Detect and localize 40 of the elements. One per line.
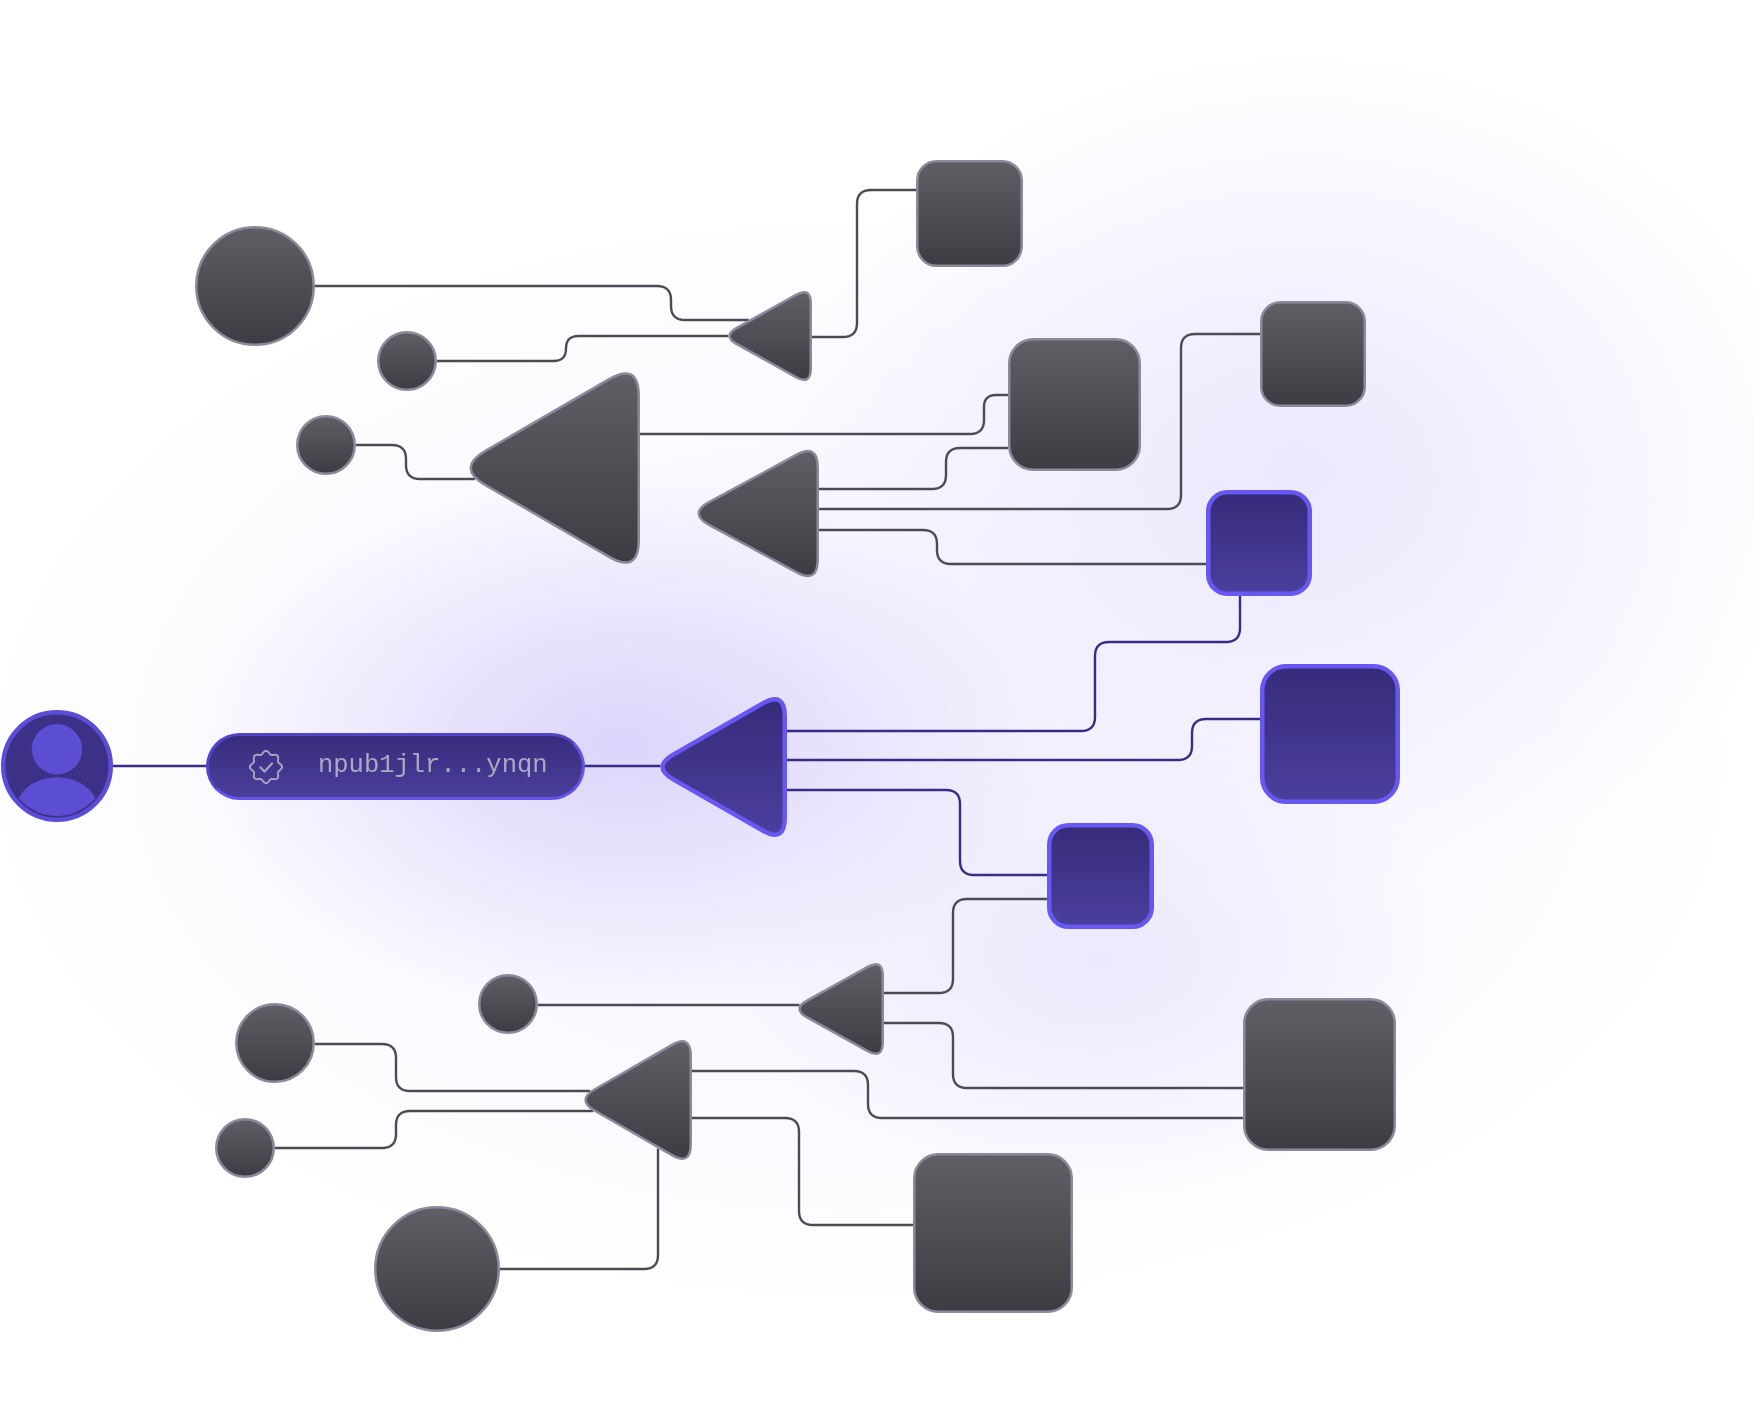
connector-line bbox=[356, 443, 475, 481]
circle-node bbox=[377, 331, 437, 391]
connector-line bbox=[787, 788, 1047, 877]
connector-line bbox=[585, 764, 661, 768]
connector-line bbox=[538, 1003, 800, 1007]
circle-node bbox=[195, 226, 315, 346]
connector-line bbox=[437, 334, 729, 363]
connector-line bbox=[819, 528, 1206, 566]
connector-line bbox=[275, 1109, 594, 1150]
rounded-square-node bbox=[1260, 664, 1400, 804]
rounded-square-node bbox=[913, 1153, 1073, 1313]
connector-line bbox=[640, 393, 1008, 436]
circle-node bbox=[478, 974, 538, 1034]
connector-line bbox=[884, 1021, 1243, 1090]
circle-node bbox=[215, 1118, 275, 1178]
circle-node bbox=[235, 1003, 315, 1083]
connector-line bbox=[787, 717, 1260, 762]
triangle-node bbox=[728, 291, 812, 381]
connector-line bbox=[315, 1042, 591, 1093]
triangle-node bbox=[469, 372, 640, 564]
connector-line bbox=[500, 1148, 660, 1271]
triangle-node bbox=[584, 1040, 692, 1160]
rounded-square-node bbox=[1008, 338, 1141, 471]
connector-line bbox=[692, 1069, 1243, 1120]
circle-node bbox=[374, 1206, 500, 1332]
triangle-node bbox=[798, 963, 884, 1055]
user-avatar-icon bbox=[1, 710, 113, 822]
connector-line bbox=[315, 284, 749, 322]
connector-line bbox=[787, 596, 1242, 733]
connector-line bbox=[819, 332, 1260, 511]
connector-line bbox=[113, 764, 206, 768]
connector-line bbox=[812, 188, 916, 339]
triangle-node bbox=[697, 450, 819, 577]
connector-line bbox=[819, 446, 1009, 491]
connector-line bbox=[884, 897, 1047, 995]
triangle-node bbox=[660, 697, 787, 837]
public-key-text: npub1jlr...ynqn bbox=[318, 751, 548, 782]
rounded-square-node bbox=[1243, 998, 1396, 1151]
connector-line bbox=[692, 1116, 913, 1227]
circle-node bbox=[296, 415, 356, 475]
